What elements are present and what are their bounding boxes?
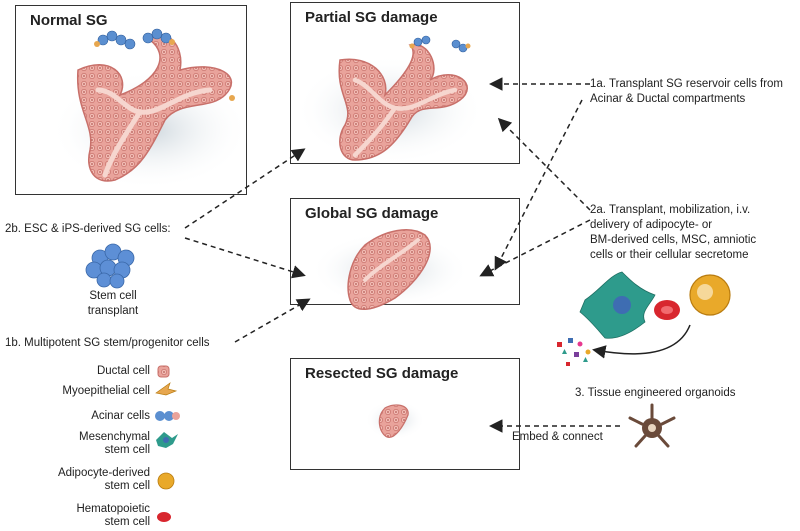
panel-title-normal: Normal SG — [30, 12, 108, 29]
legend-label-acinar: Acinar cells — [91, 410, 150, 422]
panel-title-partial: Partial SG damage — [305, 9, 438, 26]
normal-sg-gland — [50, 28, 250, 190]
global-sg-gland — [310, 229, 470, 310]
label-1b: 1b. Multipotent SG stem/progenitor cells — [5, 337, 210, 349]
mesenchymal-stem-cell-large-icon — [579, 271, 656, 339]
secretome-particles-icon — [557, 338, 591, 366]
legend-label-mesenchymal: Mesenchymal stem cell — [79, 431, 150, 456]
arrows — [184, 77, 620, 433]
secretome-arrow — [592, 324, 691, 359]
hematopoietic-stem-cell-icon — [157, 512, 171, 522]
label-embed-connect: Embed & connect — [512, 431, 603, 443]
panel-title-resected: Resected SG damage — [305, 365, 459, 382]
label-2b: 2b. ESC & iPS-derived SG cells: — [5, 223, 171, 235]
label-stem-transplant: Stem cell transplant — [87, 290, 139, 317]
partial-sg-gland — [295, 35, 485, 165]
label-3: 3. Tissue engineered organoids — [575, 387, 736, 399]
legend-label-ductal: Ductal cell — [96, 365, 150, 377]
mesenchymal-stem-cell-icon — [156, 432, 178, 448]
legend-label-myoepithelial: Myoepithelial cell — [62, 385, 150, 397]
resected-sg-gland — [365, 400, 425, 440]
hematopoietic-stem-cell-large-icon — [654, 300, 680, 320]
panel-title-global: Global SG damage — [305, 205, 439, 222]
stem-cell-cluster-icon — [85, 243, 135, 289]
legend-label-hematopoietic: Hematopoietic stem cell — [76, 503, 150, 528]
acinar-cells-icon — [155, 411, 180, 421]
myoepithelial-cell-icon — [155, 382, 178, 396]
adipocyte-stem-cell-icon — [157, 472, 175, 490]
legend-label-adipocyte: Adipocyte-derived stem cell — [57, 467, 150, 492]
tissue-organoid-icon — [628, 403, 676, 448]
ductal-cell-icon — [157, 365, 170, 378]
adipocyte-stem-cell-large-icon — [689, 274, 731, 316]
label-1a: 1a. Transplant SG reservoir cells from A… — [590, 78, 784, 105]
label-2a: 2a. Transplant, mobilization, i.v. deliv… — [590, 204, 757, 261]
legend-icons — [155, 365, 180, 522]
